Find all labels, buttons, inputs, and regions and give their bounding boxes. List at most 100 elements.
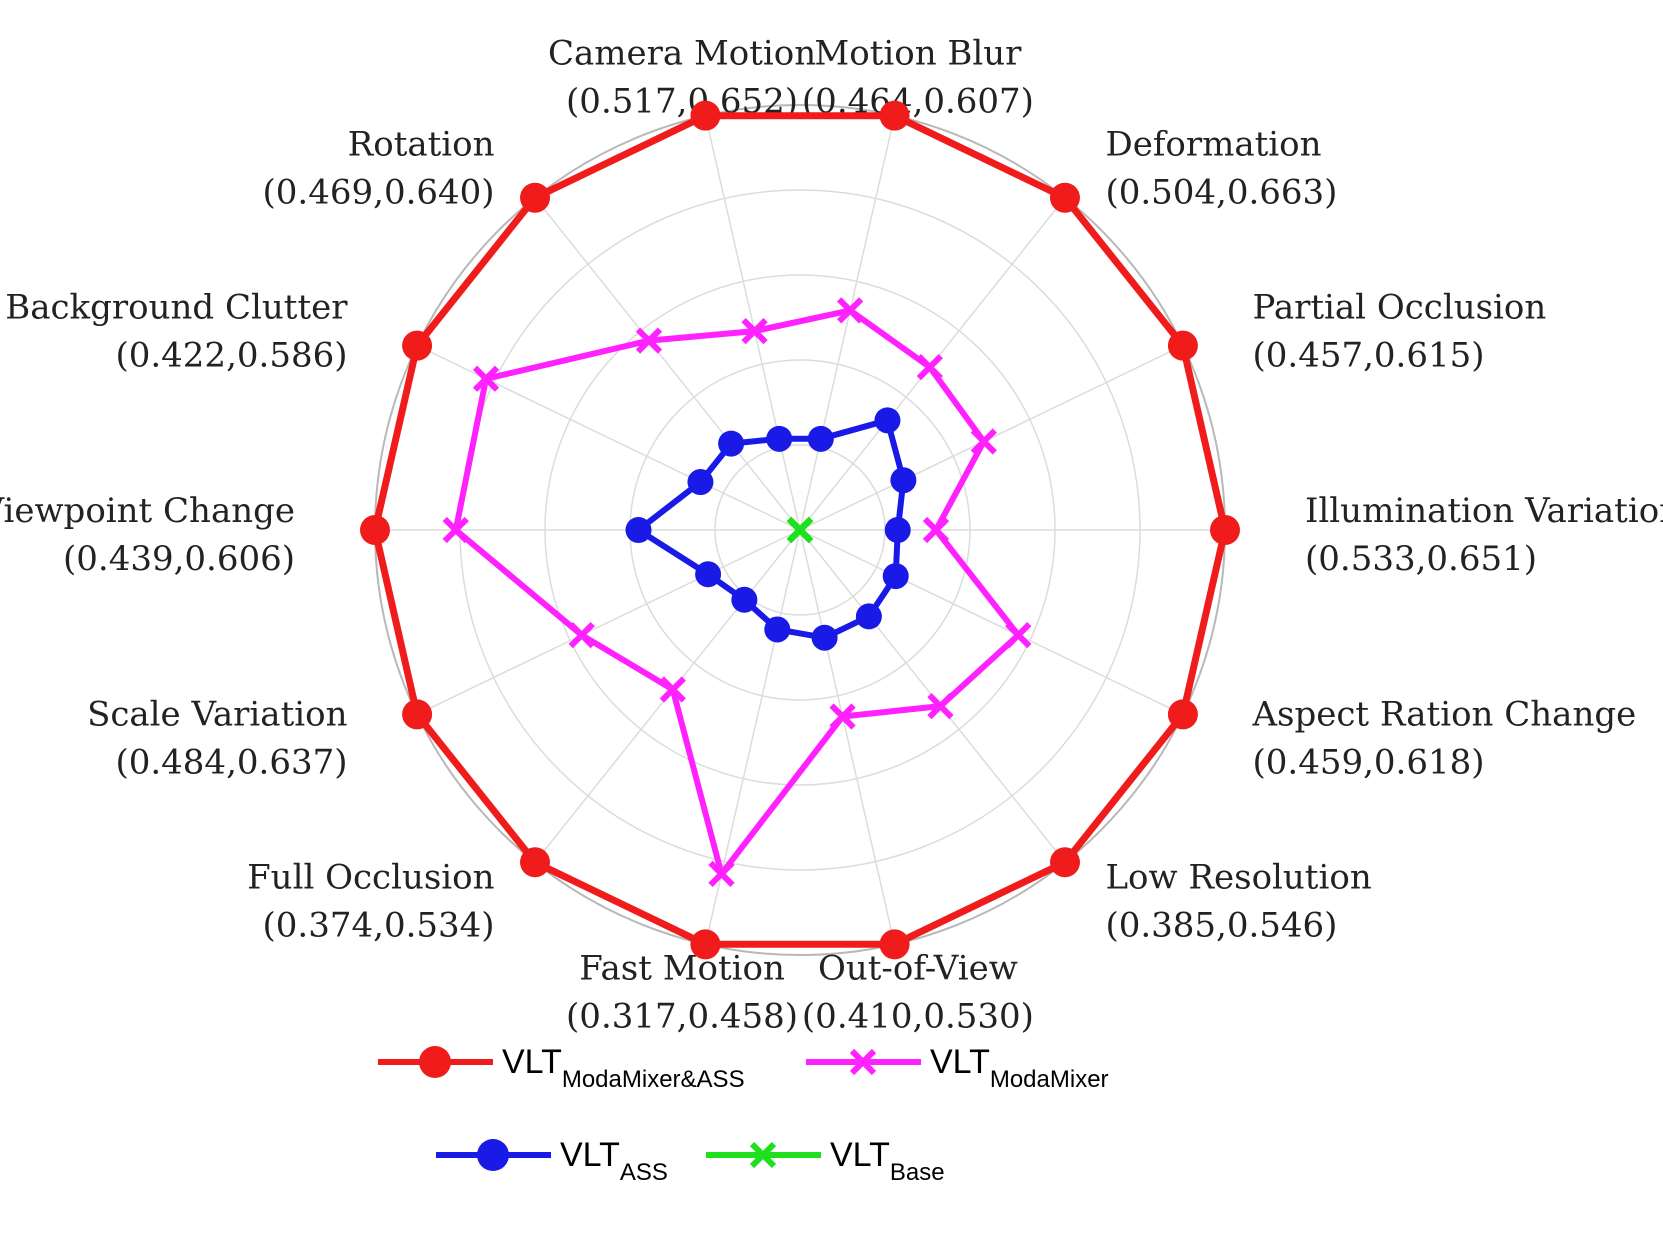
data-point xyxy=(874,407,901,434)
grid-spoke xyxy=(799,115,896,531)
data-point xyxy=(695,561,722,588)
axis-label-illumination-variation: Illumination Variation xyxy=(1305,491,1663,531)
legend-item-ass: VLTASS xyxy=(436,1136,668,1186)
data-point xyxy=(1049,847,1080,878)
data-point xyxy=(1167,330,1198,361)
axis-labels: Illumination Variation (0.533,0.651) Parti… xyxy=(0,34,1663,1037)
data-point xyxy=(922,516,950,544)
legend-label: VLTASS xyxy=(560,1136,668,1186)
data-point xyxy=(731,586,758,613)
legend-label: VLTModaMixer&ASS xyxy=(502,1043,745,1093)
axis-range-partial-occlusion: (0.457,0.615) xyxy=(1253,335,1485,375)
data-point xyxy=(708,860,735,888)
axis-range-deformation: (0.504,0.663) xyxy=(1105,172,1337,212)
data-point xyxy=(829,703,856,730)
legend-subscript: Base xyxy=(890,1159,945,1186)
legend-name: VLT xyxy=(830,1136,890,1174)
data-point xyxy=(520,182,551,213)
data-point xyxy=(568,621,595,649)
data-point xyxy=(879,100,910,131)
data-point xyxy=(879,929,910,960)
data-point xyxy=(1049,182,1080,213)
data-point xyxy=(916,354,943,381)
legend-marker xyxy=(477,1139,509,1171)
axis-range-rotation: (0.469,0.640) xyxy=(263,172,495,212)
legend-subscript: ModaMixer&ASS xyxy=(562,1066,745,1093)
axis-range-viewpoint-change: (0.439,0.606) xyxy=(63,539,295,579)
axis-label-rotation: Rotation xyxy=(348,124,495,164)
axis-range-background-clutter: (0.422,0.586) xyxy=(115,335,347,375)
grid-spoke xyxy=(416,529,801,716)
series-vlt-modamixer xyxy=(442,297,1032,888)
data-point xyxy=(890,467,917,494)
series-vlt-base xyxy=(786,516,814,544)
grid-spoke xyxy=(704,115,801,531)
grid-spoke xyxy=(534,197,801,531)
axis-label-aspect-ration-change: Aspect Ration Change xyxy=(1252,695,1637,735)
series-vlt-modamixer-ass xyxy=(360,100,1240,960)
axis-label-full-occlusion: Full Occlusion xyxy=(247,858,494,898)
data-point xyxy=(659,676,686,703)
series-vlt-ass xyxy=(625,407,917,651)
data-point xyxy=(764,616,791,643)
axis-range-full-occlusion: (0.374,0.534) xyxy=(263,906,495,946)
axis-range-fast-motion: (0.317,0.458) xyxy=(566,996,798,1036)
legend-subscript: ModaMixer xyxy=(990,1066,1109,1093)
data-point xyxy=(741,317,768,345)
data-point xyxy=(635,327,663,354)
data-point xyxy=(882,563,909,590)
legend-label: VLTBase xyxy=(830,1136,945,1186)
data-point xyxy=(690,100,721,131)
data-point xyxy=(786,516,814,544)
legend-marker xyxy=(849,1048,877,1076)
data-point xyxy=(520,847,551,878)
data-point xyxy=(360,515,390,545)
legend-item-base: VLTBase xyxy=(706,1136,945,1186)
axis-range-low-resolution: (0.385,0.546) xyxy=(1105,906,1337,946)
axis-range-scale-variation: (0.484,0.637) xyxy=(115,743,347,783)
legend-item-modamixer: VLTModaMixer xyxy=(806,1043,1109,1093)
grid-spoke xyxy=(799,529,896,945)
axis-label-out-of-view: Out-of-View xyxy=(818,948,1018,988)
axis-label-deformation: Deformation xyxy=(1105,124,1321,164)
legend-marker xyxy=(749,1141,777,1169)
data-point xyxy=(1210,515,1240,545)
data-point xyxy=(970,428,997,455)
data-point xyxy=(687,469,714,496)
data-point xyxy=(927,692,954,720)
axis-label-camera-motion: Camera Motion xyxy=(548,34,816,74)
legend-label: VLTModaMixer xyxy=(930,1043,1109,1093)
axis-label-low-resolution: Low Resolution xyxy=(1105,858,1371,898)
axis-label-motion-blur: Motion Blur xyxy=(814,34,1022,74)
data-point xyxy=(855,603,882,630)
data-point xyxy=(472,365,500,392)
grid-spoke xyxy=(799,529,1184,716)
data-point xyxy=(402,699,433,730)
data-point xyxy=(690,929,721,960)
data-point xyxy=(402,330,433,361)
data-point xyxy=(884,517,911,543)
data-point xyxy=(1167,699,1198,730)
legend-name: VLT xyxy=(930,1043,990,1081)
data-point xyxy=(837,297,864,324)
data-point xyxy=(625,517,652,543)
axis-range-aspect-ration-change: (0.459,0.618) xyxy=(1253,743,1485,783)
axis-label-viewpoint-change: Viewpoint Change xyxy=(0,491,295,531)
legend-name: VLT xyxy=(560,1136,620,1174)
data-point xyxy=(811,624,838,651)
data-point xyxy=(1005,621,1032,649)
data-point xyxy=(718,430,745,457)
legend-subscript: ASS xyxy=(620,1159,668,1186)
axis-label-scale-variation: Scale Variation xyxy=(87,695,347,735)
legend-name: VLT xyxy=(502,1043,562,1081)
axis-label-background-clutter: Background Clutter xyxy=(5,287,348,327)
axis-range-out-of-view: (0.410,0.530) xyxy=(802,996,1034,1036)
axis-range-illumination-variation: (0.533,0.651) xyxy=(1305,539,1537,579)
legend-marker xyxy=(419,1046,451,1078)
legend-item-modamixer-ass: VLTModaMixer&ASS xyxy=(378,1043,745,1093)
axis-label-partial-occlusion: Partial Occlusion xyxy=(1253,287,1547,327)
series-layer xyxy=(360,100,1240,960)
axis-label-fast-motion: Fast Motion xyxy=(579,948,785,988)
